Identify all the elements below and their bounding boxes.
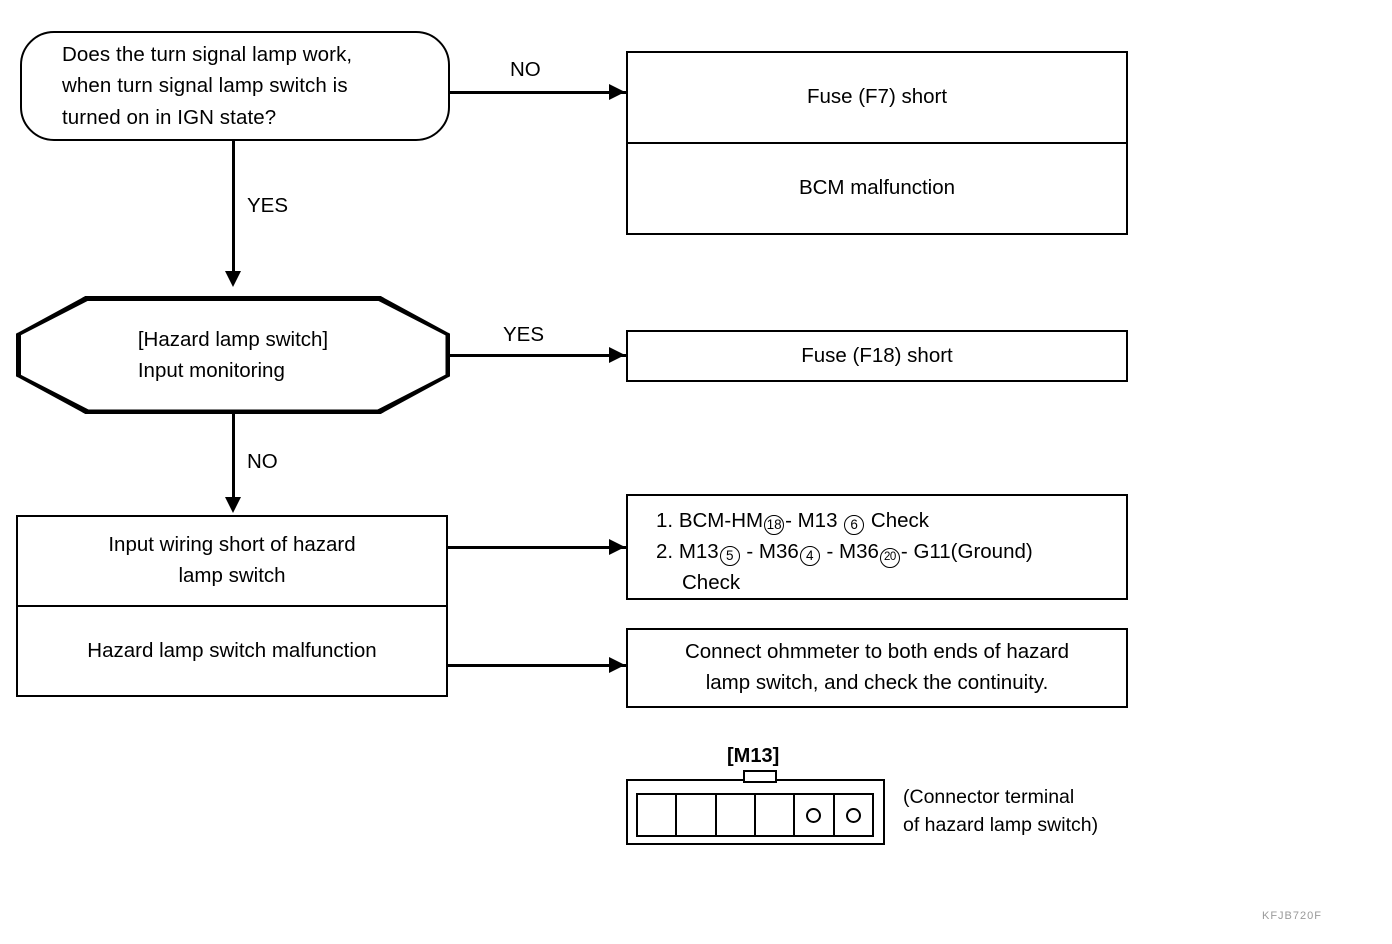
connector-label-m13: [M13] bbox=[727, 745, 780, 767]
edge-arrow-yes-mid bbox=[609, 346, 625, 363]
edge-line-no-top bbox=[449, 91, 627, 94]
edge-line-yes-down bbox=[232, 141, 235, 273]
result-row-fuse-f18: Fuse (F18) short bbox=[801, 343, 953, 367]
cause-row-input-wiring-short: Input wiring short of hazard lamp switch bbox=[108, 533, 356, 587]
circled-number-6: 6 bbox=[844, 514, 865, 535]
circled-number-5: 5 bbox=[719, 545, 740, 566]
result-box-fuse-f18[interactable]: Fuse (F18) short bbox=[626, 330, 1128, 382]
connector-caption: (Connector terminal of hazard lamp switc… bbox=[903, 786, 1099, 837]
connector-pin-cell-1 bbox=[638, 795, 678, 835]
edge-arrow-no-top bbox=[609, 83, 625, 100]
result-row-fuse-f7: Fuse (F7) short bbox=[806, 85, 948, 109]
decision-turn-signal-question[interactable]: Does the turn signal lamp work, when tur… bbox=[20, 31, 450, 141]
checklist-item-2-cont: Check bbox=[682, 570, 741, 594]
connector-pin-cell-4 bbox=[756, 795, 796, 835]
edge-line-yes-mid bbox=[449, 354, 627, 357]
edge-label-no-down: NO bbox=[247, 450, 278, 473]
cause-box-hazard[interactable]: Input wiring short of hazard lamp switch… bbox=[16, 515, 448, 697]
action-box-ohmmeter[interactable]: Connect ohmmeter to both ends of hazard … bbox=[626, 628, 1128, 708]
edge-label-yes-down: YES bbox=[247, 194, 289, 217]
edge-line-to-checklist bbox=[448, 546, 627, 549]
edge-arrow-to-ohmmeter bbox=[609, 656, 625, 673]
connector-pin-cell-5 bbox=[795, 795, 835, 835]
edge-line-to-ohmmeter bbox=[448, 664, 627, 667]
process-hazard-input-monitoring-label: [Hazard lamp switch] Input monitoring bbox=[137, 327, 329, 382]
connector-terminal-m13 bbox=[626, 770, 885, 845]
edge-arrow-no-down bbox=[224, 497, 241, 513]
action-ohmmeter-text: Connect ohmmeter to both ends of hazard … bbox=[684, 640, 1070, 694]
edge-label-no-top: NO bbox=[510, 58, 541, 81]
circled-number-18: 18 bbox=[764, 514, 785, 535]
figure-code: KFJB720F bbox=[1262, 910, 1322, 922]
decision-turn-signal-question-label: Does the turn signal lamp work, when tur… bbox=[62, 43, 353, 129]
connector-pin-circle-6 bbox=[845, 807, 861, 823]
connector-pin-cell-3 bbox=[717, 795, 756, 835]
edge-arrow-yes-down bbox=[224, 271, 241, 287]
edge-line-no-down bbox=[232, 414, 235, 500]
result-row-bcm-malfunction: BCM malfunction bbox=[628, 142, 1126, 233]
connector-pin-circle-5 bbox=[806, 807, 822, 823]
connector-keying-tab bbox=[743, 770, 777, 783]
edge-label-yes-mid: YES bbox=[503, 323, 545, 346]
result-box-fuse-f7[interactable]: Fuse (F7) short BCM malfunction bbox=[626, 51, 1128, 235]
process-hazard-input-monitoring[interactable]: [Hazard lamp switch] Input monitoring bbox=[16, 296, 450, 414]
cause-row-switch-malfunction: Hazard lamp switch malfunction bbox=[18, 605, 446, 695]
circled-number-20: 20 bbox=[879, 547, 900, 568]
connector-pin-cell-6 bbox=[835, 795, 872, 835]
connector-pin-cell-2 bbox=[677, 795, 717, 835]
edge-arrow-to-checklist bbox=[609, 538, 625, 555]
circled-number-4: 4 bbox=[799, 545, 820, 566]
connector-pin-row bbox=[636, 793, 874, 837]
